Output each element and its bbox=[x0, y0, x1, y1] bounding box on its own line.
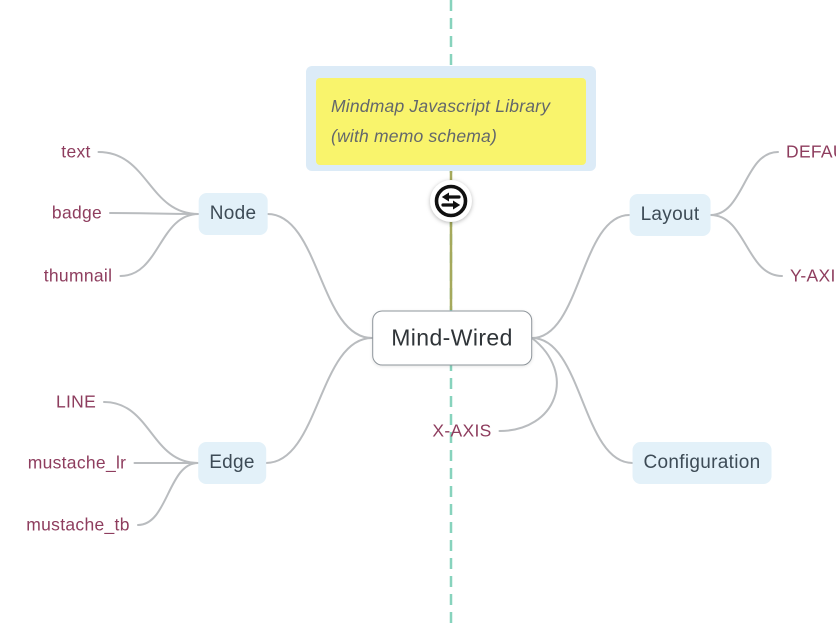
mindmap-node-mustache_lr[interactable]: mustache_lr bbox=[27, 452, 127, 473]
edge-connector bbox=[97, 151, 200, 215]
mindmap-node-text[interactable]: text bbox=[61, 141, 91, 162]
edge-connector bbox=[119, 213, 200, 277]
memo-note-line1: Mindmap Javascript Library bbox=[331, 96, 551, 116]
edge-connector bbox=[709, 214, 783, 277]
edge-connector bbox=[531, 214, 631, 339]
mindmap-node-root[interactable]: Mind-Wired bbox=[372, 310, 532, 366]
edge-connector bbox=[531, 337, 634, 464]
swap-horizontal-icon[interactable] bbox=[429, 179, 473, 223]
memo-note[interactable]: Mindmap Javascript Library (with memo sc… bbox=[306, 66, 596, 171]
edge-connector bbox=[709, 151, 779, 216]
edge-connector bbox=[137, 462, 199, 526]
memo-note-body: Mindmap Javascript Library (with memo sc… bbox=[316, 78, 586, 165]
memo-note-line2: (with memo schema) bbox=[331, 126, 497, 146]
mindmap-node-line[interactable]: LINE bbox=[55, 391, 97, 412]
mindmap-node-edge[interactable]: Edge bbox=[198, 442, 266, 484]
mindmap-node-y-axis[interactable]: Y-AXIS bbox=[790, 265, 836, 286]
mindmap-node-configuration[interactable]: Configuration bbox=[632, 442, 772, 484]
mindmap-node-node[interactable]: Node bbox=[198, 193, 268, 235]
mindmap-node-x-axis[interactable]: X-AXIS bbox=[432, 420, 492, 441]
edge-connector bbox=[265, 337, 373, 464]
edge-connector bbox=[109, 212, 200, 215]
edge-connector bbox=[103, 401, 199, 464]
mindmap-node-layout[interactable]: Layout bbox=[629, 194, 711, 236]
mindmap-node-mustache_tb[interactable]: mustache_tb bbox=[26, 514, 130, 535]
edge-connector bbox=[266, 213, 373, 339]
mindmap-node-badge[interactable]: badge bbox=[51, 202, 103, 223]
mindmap-node-thumnail[interactable]: thumnail bbox=[43, 265, 113, 286]
mindmap-node-default[interactable]: DEFAULT bbox=[786, 141, 836, 162]
edge-connector bbox=[498, 337, 558, 432]
